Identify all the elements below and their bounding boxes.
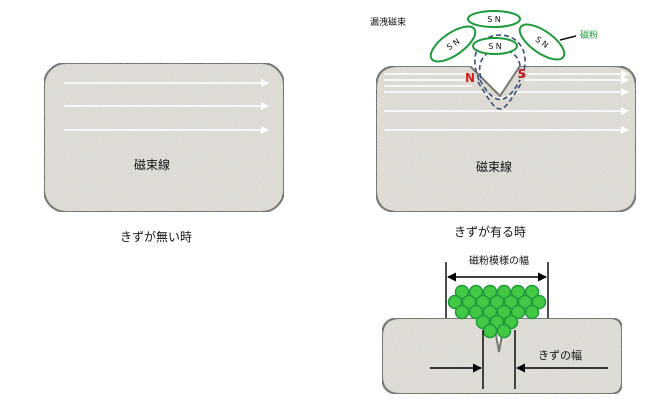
powder-dot: [524, 304, 540, 320]
particle-label-top: S N: [487, 15, 501, 24]
powder-dot: [454, 304, 470, 320]
powder-dot: [524, 284, 540, 300]
pole-n: N: [465, 71, 475, 85]
crack-width-dimension: [430, 330, 608, 389]
powder-dot: [503, 294, 519, 310]
block-label-right: 磁束線: [476, 159, 512, 174]
pattern-width-label: 磁粉模様の幅: [469, 254, 529, 267]
powder-dot: [461, 294, 477, 310]
powder-dot: [510, 304, 526, 320]
powder-dot: [468, 304, 484, 320]
block-label-left: 磁束線: [134, 157, 170, 172]
powder-dot: [482, 323, 498, 339]
caption-no-crack: きずが無い時: [120, 229, 192, 244]
powder-particle-right: [518, 23, 566, 61]
block-no-crack: [43, 62, 285, 213]
powder-dot: [482, 284, 498, 300]
crack-width-label: きずの幅: [538, 349, 582, 362]
pattern-width-dimension: [445, 262, 549, 318]
flux-lines-no-crack: [64, 79, 269, 134]
magnetic-powder-label: 磁粉: [580, 29, 598, 41]
flux-lines-with-crack: [384, 70, 629, 134]
powder-dot: [510, 284, 526, 300]
powder-particle-center: [472, 37, 518, 55]
particle-label-center: S N: [488, 42, 502, 51]
pole-s: S: [518, 67, 527, 81]
powder-pattern: [447, 284, 547, 339]
powder-pointer-line: [559, 35, 577, 41]
leakage-flux-label: 漏洩磁束: [370, 16, 406, 28]
powder-dot: [496, 304, 512, 320]
powder-dot: [482, 304, 498, 320]
powder-dot: [517, 294, 533, 310]
pattern-width-label-bg: [460, 252, 538, 267]
powder-dot: [496, 284, 512, 300]
powder-dot: [475, 294, 491, 310]
powder-dot: [468, 284, 484, 300]
powder-dot: [531, 294, 547, 310]
powder-particle-top: [467, 10, 521, 28]
block-bottom: [381, 317, 623, 395]
block-with-crack: [375, 65, 637, 213]
powder-dot: [454, 284, 470, 300]
flux-line: [384, 88, 629, 99]
powder-dot: [489, 294, 505, 310]
powder-dot: [447, 294, 463, 310]
powder-particles: [429, 10, 566, 63]
caption-with-crack: きずが有る時: [454, 224, 526, 239]
powder-particle-left: [429, 25, 477, 63]
powder-dot: [496, 323, 512, 339]
